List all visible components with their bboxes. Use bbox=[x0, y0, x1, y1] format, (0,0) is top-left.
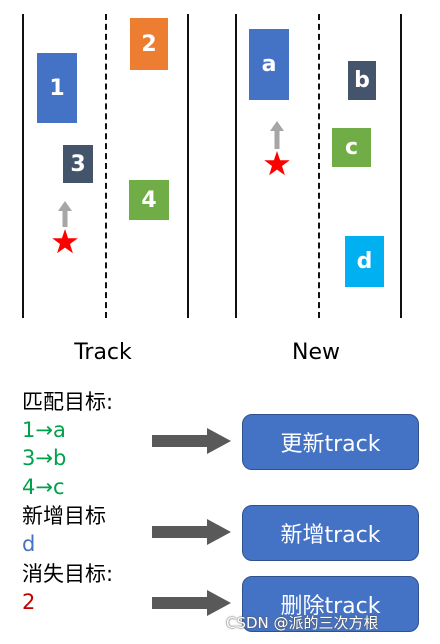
track-car-1-label: 1 bbox=[49, 75, 65, 101]
new-column-label: New bbox=[292, 340, 340, 365]
track-road-left-edge bbox=[22, 14, 24, 318]
new-road-left-edge bbox=[235, 14, 237, 318]
track-car-3-label: 3 bbox=[70, 151, 86, 177]
match-item-3: 4→c bbox=[22, 475, 65, 499]
new-car-a: a bbox=[249, 29, 289, 100]
track-car-1: 1 bbox=[37, 53, 77, 123]
new-car-b: b bbox=[348, 61, 376, 100]
new-ego-star-icon bbox=[264, 151, 290, 176]
new-ego-arrow-icon bbox=[270, 121, 284, 149]
match-item-2: 3→b bbox=[22, 446, 67, 470]
track-ego-star-icon bbox=[52, 229, 78, 254]
new-car-c-label: c bbox=[344, 135, 359, 160]
match-title: 匹配目标: bbox=[22, 390, 114, 414]
new-item: d bbox=[22, 532, 36, 556]
add-track-box: 新增track bbox=[242, 505, 419, 561]
update-track-box: 更新track bbox=[242, 414, 419, 470]
delete-track-box: 删除track bbox=[242, 576, 419, 632]
new-car-b-label: b bbox=[354, 68, 370, 93]
new-car-d: d bbox=[345, 236, 384, 287]
lost-title: 消失目标: bbox=[22, 562, 114, 586]
track-road-lane-divider bbox=[105, 14, 107, 318]
new-car-c: c bbox=[332, 128, 371, 167]
track-car-2-label: 2 bbox=[141, 31, 157, 57]
track-car-4: 4 bbox=[129, 180, 169, 220]
match-item-1: 1→a bbox=[22, 418, 66, 442]
new-car-a-label: a bbox=[261, 52, 277, 77]
delete-arrow-icon bbox=[152, 590, 231, 616]
new-road-right-edge bbox=[400, 14, 402, 318]
track-car-3: 3 bbox=[63, 145, 93, 183]
watermark: CSDN @派的三次方根 bbox=[226, 614, 379, 632]
add-arrow-icon bbox=[152, 519, 231, 545]
track-car-2: 2 bbox=[130, 18, 168, 70]
new-title: 新增目标 bbox=[22, 504, 106, 528]
update-arrow-icon bbox=[152, 428, 231, 454]
track-ego-arrow-icon bbox=[58, 201, 72, 227]
track-car-4-label: 4 bbox=[141, 187, 157, 213]
new-car-d-label: d bbox=[356, 249, 373, 274]
track-road-right-edge bbox=[187, 14, 189, 318]
lost-item: 2 bbox=[22, 590, 36, 614]
track-column-label: Track bbox=[74, 340, 132, 365]
new-road-lane-divider bbox=[318, 14, 320, 318]
